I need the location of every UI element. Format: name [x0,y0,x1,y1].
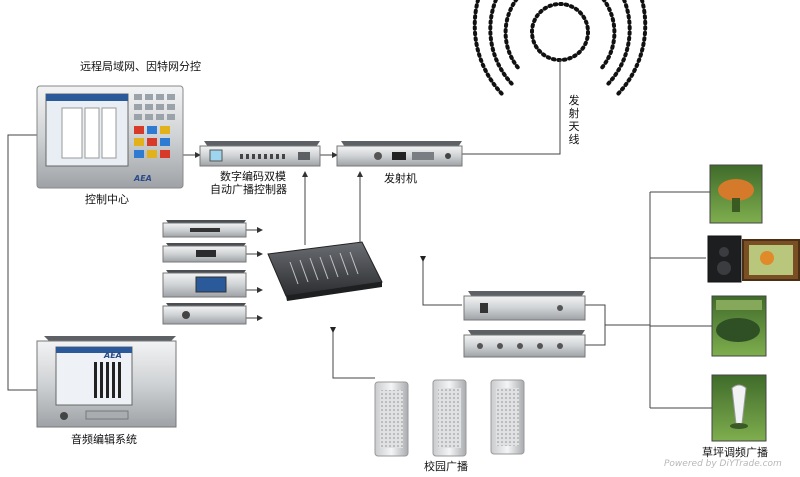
digital-controller-label-line1: 数字编码双模 [220,170,286,183]
antenna-core-ring [530,2,590,62]
line-amp-out [585,304,606,346]
watermark: Powered by DiYTrade.com [664,459,782,469]
control-center-brand: AEA [133,174,152,183]
lawn-photo-4 [711,374,767,442]
source-unit-1 [162,220,247,238]
column-speaker-3 [490,379,525,455]
transmitter-label: 发射机 [384,172,417,185]
campus-speakers [374,379,525,457]
small-arrowheads [330,256,426,333]
lawn-photo-3 [711,295,767,357]
wave-left-1 [503,0,522,72]
wave-left-2 [488,0,514,86]
amplifier-lower [463,330,586,358]
source-unit-3 [162,270,247,298]
remote-control-label: 远程局域网、因特网分控 [80,60,201,73]
lawn-photo-1 [709,164,763,224]
lawn-photo-2 [707,235,800,283]
source-unit-4 [162,303,247,325]
source-unit-2 [162,243,247,263]
mixer-device [267,241,383,301]
column-speaker-1 [374,381,409,457]
line-control-audio [7,134,37,391]
audio-editing-device: AEA [36,336,177,428]
audio-editing-brand: AEA [103,351,122,360]
audio-editing-label: 音频编辑系统 [71,433,137,446]
line-mixer-to-campus [332,330,375,379]
campus-broadcast-label: 校园广播 [424,460,468,473]
wave-right-1 [598,0,617,72]
line-antenna-feed [462,60,561,155]
digital-controller-label-line2: 自动广播控制器 [210,183,287,196]
amplifier-upper [463,291,586,321]
wave-right-2 [606,0,632,86]
antenna-label: 发射天线 [568,94,580,146]
control-center-label: 控制中心 [85,193,129,206]
column-speaker-2 [432,379,467,457]
wave-left-3 [472,0,506,98]
line-amp-feed [422,258,462,306]
audio-source-stack [162,220,247,325]
lawn-broadcast-label: 草坪调频广播 [702,446,768,459]
control-center-device: AEA [36,85,184,189]
transmitter-device [336,141,463,167]
line-mixer-to-transmitter [345,171,363,246]
wave-right-3 [614,0,648,98]
digital-controller-device [199,141,321,167]
